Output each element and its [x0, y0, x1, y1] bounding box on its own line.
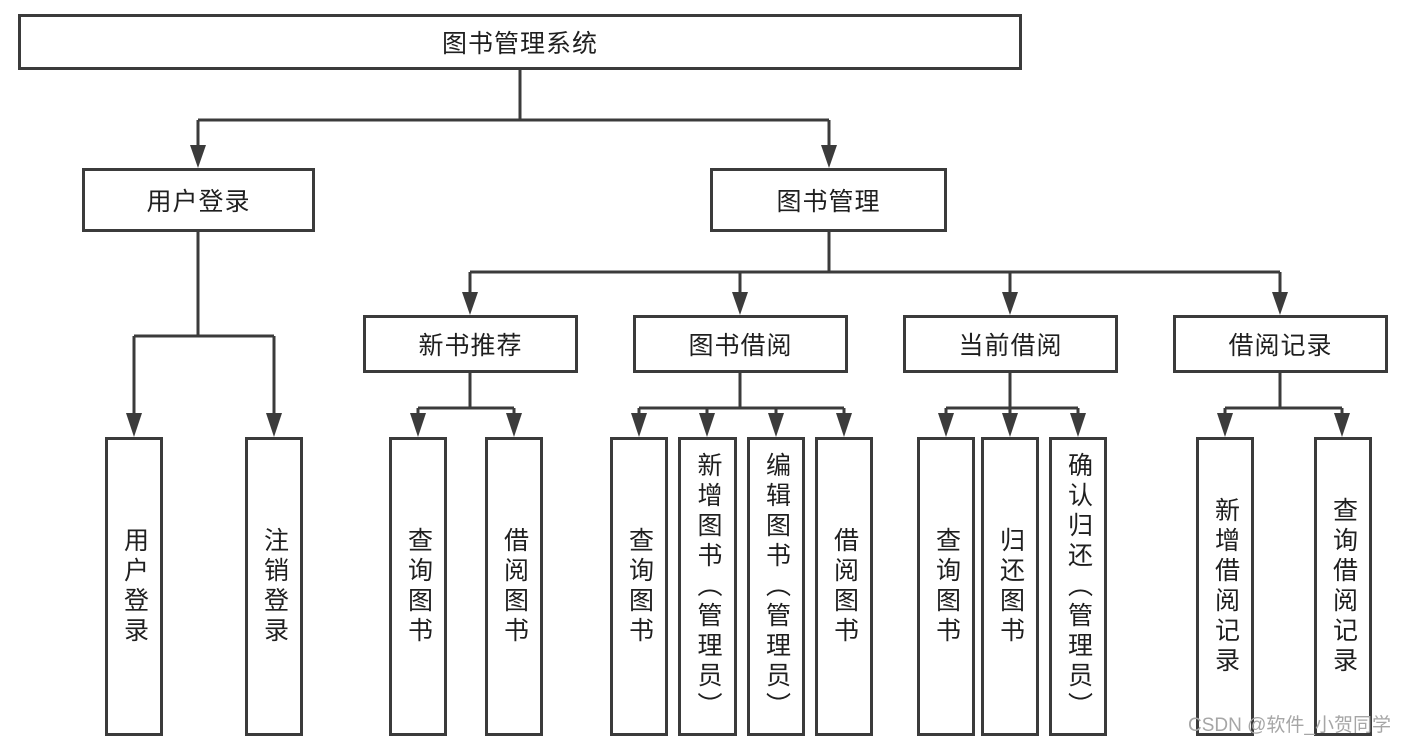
- leaf-label: 确认归还（管理员）: [1064, 451, 1093, 722]
- arrowhead-leaf-query-books-1: [410, 413, 426, 437]
- leaf-label: 新增图书（管理员）: [694, 451, 722, 722]
- csdn-watermark: CSDN @软件_小贺同学: [1188, 715, 1391, 736]
- leaf-label: 查询图书: [404, 526, 433, 647]
- node-borrow-records: 借阅记录: [1173, 315, 1388, 373]
- leaf-label: 注销登录: [260, 526, 289, 647]
- leaf-return-book: 归还图书: [981, 437, 1039, 736]
- node-label: 图书管理: [776, 188, 881, 216]
- leaf-confirm-return-admin: 确认归还（管理员）: [1049, 437, 1107, 736]
- arrowhead-user-login: [190, 145, 206, 168]
- arrowhead-leaf-edit-book: [768, 413, 784, 437]
- arrowhead-book-management: [821, 145, 837, 168]
- leaf-add-book-admin: 新增图书（管理员）: [678, 437, 737, 736]
- leaf-label: 新增借阅记录: [1211, 496, 1240, 677]
- node-label: 图书借阅: [688, 332, 793, 360]
- leaf-query-books-1: 查询图书: [389, 437, 447, 736]
- node-label: 新书推荐: [418, 332, 523, 360]
- arrowhead-current-borrow: [1002, 292, 1018, 315]
- arrowhead-leaf-query-books-2: [631, 413, 647, 437]
- arrowhead-leaf-borrow-books-1: [506, 413, 522, 437]
- leaf-label: 查询图书: [625, 526, 654, 647]
- connector-new-book-recommend-group: [416, 373, 516, 415]
- arrowhead-book-borrow: [732, 292, 748, 315]
- arrowhead-leaf-borrow-books-2: [836, 413, 852, 437]
- connector-user-login-group: [132, 232, 276, 415]
- leaf-borrow-books-2: 借阅图书: [815, 437, 873, 736]
- node-label: 用户登录: [146, 188, 251, 216]
- arrowhead-leaf-return-book: [1002, 413, 1018, 437]
- node-book-management: 图书管理: [710, 168, 947, 232]
- leaf-label: 查询借阅记录: [1329, 496, 1358, 677]
- arrowhead-borrow-records: [1272, 292, 1288, 315]
- leaf-query-books-2: 查询图书: [610, 437, 668, 736]
- arrowhead-leaf-query-borrow-record: [1334, 413, 1350, 437]
- connector-current-borrow-group: [944, 373, 1080, 415]
- node-user-login: 用户登录: [82, 168, 315, 232]
- leaf-query-books-3: 查询图书: [917, 437, 975, 736]
- leaf-label: 借阅图书: [830, 526, 859, 647]
- connector-root-to-level2: [196, 70, 831, 147]
- leaf-label: 归还图书: [996, 526, 1025, 647]
- node-current-borrow: 当前借阅: [903, 315, 1118, 373]
- connector-book-management-group: [468, 232, 1282, 293]
- node-new-book-recommend: 新书推荐: [363, 315, 578, 373]
- node-library-system: 图书管理系统: [18, 14, 1022, 70]
- node-book-borrow: 图书借阅: [633, 315, 848, 373]
- leaf-add-borrow-record: 新增借阅记录: [1196, 437, 1254, 736]
- connector-borrow-records-group: [1223, 373, 1344, 415]
- arrowhead-leaf-logout: [266, 413, 282, 437]
- leaf-label: 查询图书: [932, 526, 961, 647]
- arrowhead-leaf-add-borrow-record: [1217, 413, 1233, 437]
- leaf-label: 借阅图书: [500, 526, 529, 647]
- leaf-label: 编辑图书（管理员）: [762, 451, 791, 722]
- leaf-user-login: 用户登录: [105, 437, 163, 736]
- leaf-borrow-books-1: 借阅图书: [485, 437, 543, 736]
- leaf-edit-book-admin: 编辑图书（管理员）: [747, 437, 805, 736]
- arrowhead-leaf-user-login: [126, 413, 142, 437]
- node-label: 当前借阅: [958, 332, 1063, 360]
- node-label: 图书管理系统: [441, 30, 598, 58]
- arrowhead-leaf-query-books-3: [938, 413, 954, 437]
- leaf-label: 用户登录: [120, 526, 149, 647]
- node-label: 借阅记录: [1228, 332, 1333, 360]
- leaf-query-borrow-record: 查询借阅记录: [1314, 437, 1372, 736]
- arrowhead-new-book-recommend: [462, 292, 478, 315]
- arrowhead-leaf-add-book: [699, 413, 715, 437]
- connector-book-borrow-group: [637, 373, 846, 415]
- arrowhead-leaf-confirm-return: [1070, 413, 1086, 437]
- leaf-logout: 注销登录: [245, 437, 303, 736]
